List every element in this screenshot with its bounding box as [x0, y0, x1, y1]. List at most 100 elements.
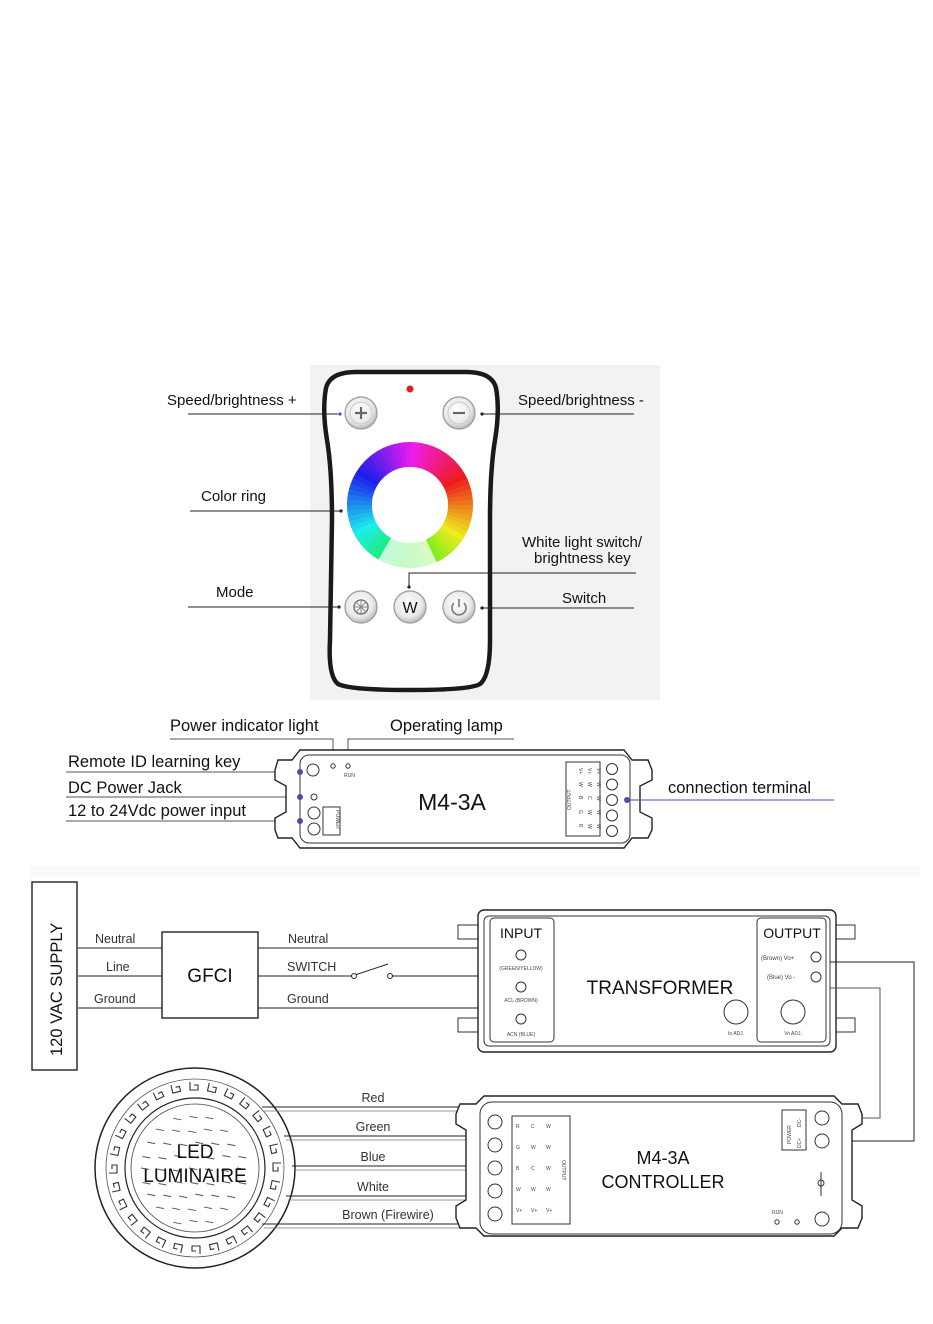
power-switch-button[interactable]: [442, 590, 476, 624]
operating-lamp-label: Operating lamp: [390, 717, 503, 735]
wire-label: Green: [356, 1120, 391, 1134]
terminal-pin-label: W: [546, 1187, 551, 1193]
controller-output-terminal[interactable]: [487, 1137, 503, 1153]
terminal-pin-label: B: [577, 796, 583, 800]
ctrl-run-label: RUN: [772, 1210, 783, 1216]
transformer-out-1-label: (Brown) Vo+: [761, 956, 795, 962]
white-button-label: W: [402, 600, 418, 617]
vo-adj-knob[interactable]: [780, 999, 806, 1025]
operating-lamp: [345, 763, 351, 769]
white-light-button[interactable]: W: [393, 590, 427, 624]
gfci-box: [161, 931, 259, 1019]
neutral-in-label: Neutral: [95, 932, 135, 946]
terminal-pin-label: G: [577, 810, 583, 814]
power-indicator-lamp: [330, 763, 336, 769]
wire-label: Brown (Firewire): [342, 1208, 434, 1222]
terminal-pin-label: V+: [516, 1208, 522, 1214]
gfci-label: GFCI: [187, 966, 232, 987]
terminal-pin-label: W: [586, 824, 592, 829]
terminal-pin-label: V+: [531, 1208, 537, 1214]
transformer-input-terminal-3[interactable]: [515, 1013, 527, 1025]
terminal-pin-label: W: [546, 1166, 551, 1172]
transformer-in-1-label: (GREEN/YELLOW): [499, 966, 543, 972]
output-block-label: OUTPUT: [567, 789, 573, 810]
dc-power-jack[interactable]: [310, 793, 318, 801]
output-terminal[interactable]: [606, 794, 618, 806]
line-in-label: Line: [106, 960, 130, 974]
connection-terminal-label: connection terminal: [668, 779, 811, 797]
remote-id-learning-key[interactable]: [306, 763, 320, 777]
ctrl-dc-minus-terminal[interactable]: [814, 1110, 830, 1126]
white-key-label-1: White light switch/: [522, 534, 643, 551]
terminal-pin-label: R: [516, 1124, 520, 1130]
switch-label: Switch: [562, 590, 606, 607]
remote-indicator-led: [406, 385, 414, 393]
dc-power-jack-label: DC Power Jack: [68, 779, 182, 797]
power-input-terminal-2[interactable]: [307, 822, 321, 836]
controller-label-1: M4-3A: [636, 1148, 689, 1168]
output-terminal[interactable]: [606, 778, 618, 791]
remote-section: W Speed/brightness + Speed/brightness - …: [167, 365, 660, 700]
transformer-input-terminal-1[interactable]: [515, 949, 527, 961]
terminal-pin-label: W: [586, 782, 592, 787]
led-luminaire: LED LUMINAIRE: [94, 1067, 296, 1269]
speed-plus-label: Speed/brightness +: [167, 392, 297, 409]
transformer-output-terminal-1[interactable]: [810, 951, 822, 963]
transformer-output-terminal-2[interactable]: [810, 971, 822, 983]
supply-label: 120 VAC SUPPLY: [48, 923, 66, 1056]
run-label: RUN: [344, 773, 355, 779]
power-input-terminal-1[interactable]: [307, 806, 321, 820]
white-key-label-2: brightness key: [534, 550, 631, 567]
wiring-section: 120 VAC SUPPLY Neutral Line Ground GFCI …: [30, 866, 920, 1269]
controller-section: Power indicator light Operating lamp Rem…: [66, 717, 834, 849]
terminal-pin-label: V+: [586, 768, 592, 774]
terminal-pin-label: G: [516, 1145, 520, 1151]
ctrl-dc-minus-label: DC-: [797, 1118, 803, 1127]
transformer-output-label: OUTPUT: [763, 925, 821, 941]
io-adj-knob[interactable]: [723, 999, 749, 1025]
io-adj-label: Io ADJ.: [728, 1031, 744, 1037]
terminal-pin-label: V+: [546, 1208, 552, 1214]
transformer-input-terminal-2[interactable]: [515, 981, 527, 993]
terminal-pin-label: B: [516, 1166, 520, 1172]
terminal-pin-label: C: [531, 1166, 535, 1172]
terminal-pin-label: W: [516, 1187, 521, 1193]
power-block-label: POWER: [334, 810, 340, 829]
ground-out-label: Ground: [287, 992, 329, 1006]
power-indicator-label: Power indicator light: [170, 717, 319, 735]
mode-label: Mode: [216, 584, 254, 601]
ctrl-lamp-1: [774, 1219, 780, 1225]
mode-button[interactable]: [344, 590, 378, 624]
terminal-pin-label: W: [595, 810, 601, 815]
terminal-pin-label: V+: [577, 768, 583, 774]
wire-label: Blue: [360, 1150, 385, 1164]
controller-output-terminal[interactable]: [487, 1160, 503, 1176]
color-ring[interactable]: [347, 442, 473, 568]
speed-minus-button[interactable]: [442, 396, 476, 430]
luminaire-label-2: LUMINAIRE: [143, 1166, 246, 1187]
wire-label: Red: [362, 1091, 385, 1105]
color-ring-label: Color ring: [201, 488, 266, 505]
output-terminal[interactable]: [606, 825, 618, 837]
transformer-in-3-label: ACN (BLUE): [507, 1032, 536, 1038]
controller-model: M4-3A: [418, 789, 486, 815]
terminal-pin-label: W: [586, 810, 592, 815]
ctrl-learning-key[interactable]: [814, 1211, 830, 1227]
controller-output-terminal[interactable]: [487, 1183, 503, 1199]
controller-output-terminal[interactable]: [487, 1114, 503, 1130]
terminal-pin-label: W: [595, 782, 601, 787]
terminal-pin-label: W: [595, 824, 601, 829]
output-terminal[interactable]: [606, 763, 618, 775]
speed-plus-button[interactable]: [344, 396, 378, 430]
wire-label: White: [357, 1180, 389, 1194]
plus-icon: [355, 407, 367, 419]
transformer: INPUT (GREEN/YELLOW) ACL (BROWN) ACN (BL…: [457, 909, 856, 1053]
supply-box: [31, 881, 78, 1071]
switch-out-label: SWITCH: [287, 960, 336, 974]
controller-output-terminal[interactable]: [487, 1206, 503, 1222]
vo-adj-label: Vo ADJ.: [784, 1031, 802, 1037]
output-terminal[interactable]: [606, 809, 618, 822]
ctrl-dc-plus-terminal[interactable]: [814, 1133, 830, 1149]
power-icon: [451, 602, 467, 616]
